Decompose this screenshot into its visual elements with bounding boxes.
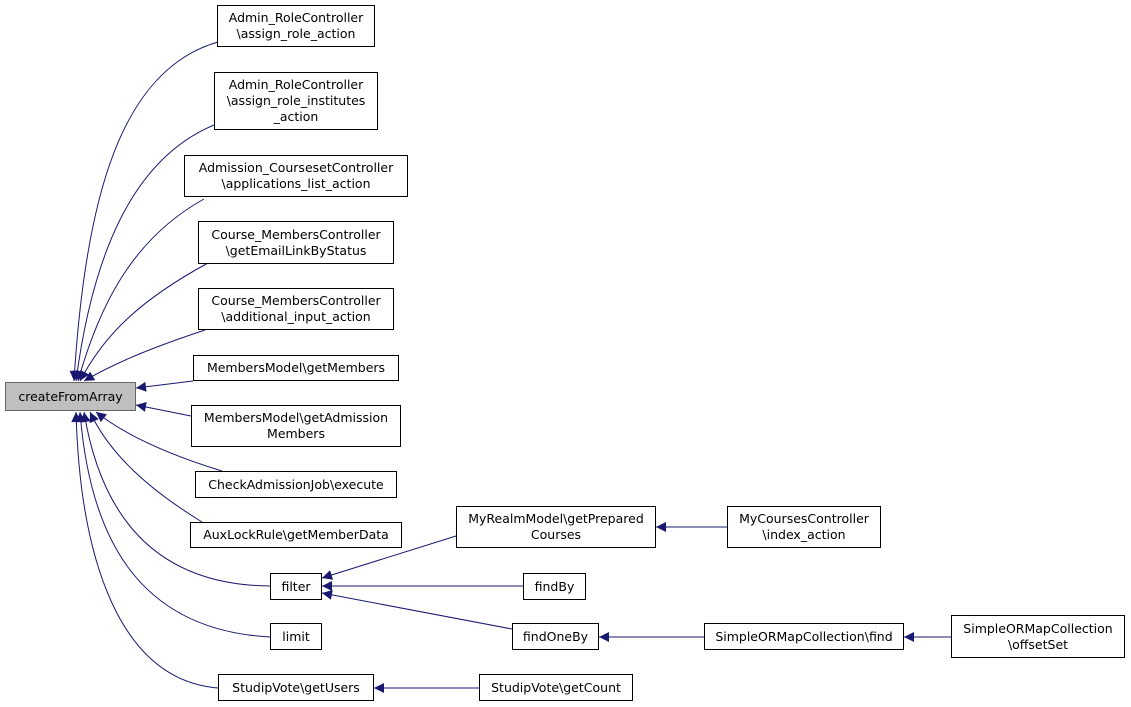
edge-limit	[75, 411, 271, 638]
node-assign-role-institutes-action[interactable]: Admin_RoleController \assign_role_instit…	[214, 72, 378, 130]
edge-assign-role	[69, 41, 219, 382]
node-get-members[interactable]: MembersModel\getMembers	[193, 355, 399, 381]
node-get-prepared-courses[interactable]: MyRealmModel\getPrepared Courses	[456, 506, 656, 548]
node-find-by[interactable]: findBy	[523, 573, 586, 600]
edge-get-members	[135, 380, 194, 392]
node-limit[interactable]: limit	[270, 623, 322, 650]
node-assign-role-action[interactable]: Admin_RoleController \assign_role_action	[217, 5, 375, 47]
node-offset-set[interactable]: SimpleORMapCollection \offsetSet	[951, 615, 1125, 658]
node-my-courses-index-action[interactable]: MyCoursesController \index_action	[727, 506, 881, 548]
edge-applications-list	[75, 198, 205, 382]
node-aux-lock-rule-get-member-data[interactable]: AuxLockRule\getMemberData	[190, 522, 402, 548]
edge-filter	[80, 411, 271, 587]
node-get-users[interactable]: StudipVote\getUsers	[218, 674, 374, 701]
node-get-admission-members[interactable]: MembersModel\getAdmission Members	[191, 405, 401, 447]
node-additional-input-action[interactable]: Course_MembersController \additional_inp…	[198, 288, 394, 330]
node-get-count[interactable]: StudipVote\getCount	[479, 674, 633, 701]
edge-aux-lock-rule	[89, 411, 203, 523]
edge-find-one-by	[321, 589, 513, 630]
edge-get-email-link	[79, 262, 209, 382]
node-simple-orm-map-collection-find[interactable]: SimpleORMapCollection\find	[704, 623, 904, 650]
node-check-admission-job-execute[interactable]: CheckAdmissionJob\execute	[195, 471, 397, 498]
node-filter[interactable]: filter	[270, 573, 322, 600]
node-find-one-by[interactable]: findOneBy	[512, 623, 599, 650]
edge-assign-role-institutes	[72, 124, 215, 382]
edge-get-prepared-courses	[321, 535, 457, 580]
edge-get-users	[71, 411, 219, 689]
node-get-email-link-by-status[interactable]: Course_MembersController \getEmailLinkBy…	[198, 221, 394, 264]
edge-check-admission-job	[95, 411, 223, 472]
edge-additional-input	[83, 329, 206, 382]
edge-get-admission-members	[135, 402, 192, 417]
node-applications-list-action[interactable]: Admission_CoursesetController \applicati…	[184, 155, 408, 197]
root-node-create-from-array: createFromArray	[5, 382, 136, 411]
